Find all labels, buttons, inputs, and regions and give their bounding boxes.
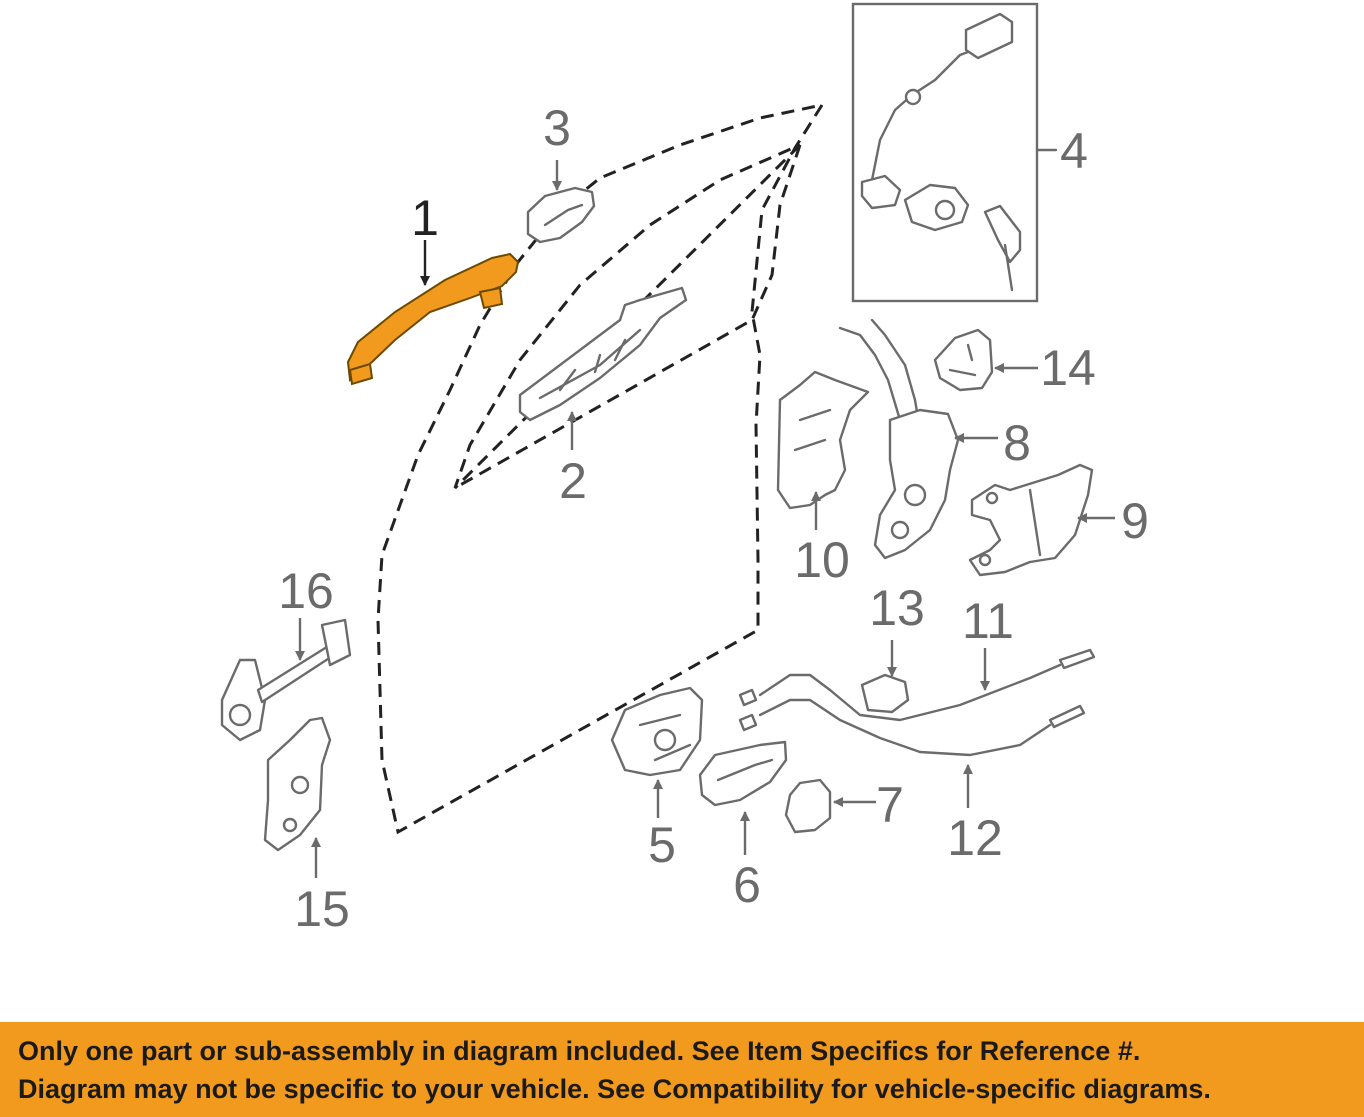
callout-5: 5: [648, 817, 676, 873]
callout-16: 16: [278, 563, 334, 619]
parts-11-12-cables: [738, 648, 1096, 757]
callout-8: 8: [1003, 415, 1031, 471]
callout-1: 1: [411, 190, 439, 246]
part-8-latch-assembly: [838, 318, 960, 560]
callout-6: 6: [733, 857, 761, 913]
part-7-cap: [784, 778, 832, 834]
callout-10: 10: [794, 532, 850, 588]
part-3-handle-cap: [526, 186, 596, 244]
part-5-actuator: [610, 686, 704, 777]
part-13-bolt: [860, 673, 910, 714]
callout-7: 7: [876, 777, 904, 833]
callout-14: 14: [1040, 340, 1096, 396]
leader-lines: [295, 160, 1115, 878]
disclaimer-banner: Only one part or sub-assembly in diagram…: [0, 1022, 1364, 1117]
disclaimer-line-2: Diagram may not be specific to your vehi…: [18, 1074, 1211, 1104]
callout-15: 15: [294, 881, 350, 937]
part-6-inside-handle: [698, 740, 788, 807]
part-2-handle-bracket: [518, 286, 688, 422]
callout-3: 3: [543, 100, 571, 156]
part-15-hinge: [263, 716, 332, 852]
part-10-latch-cover: [776, 370, 870, 510]
part-9-striker: [968, 463, 1094, 577]
part-1-outside-handle: [346, 252, 520, 386]
disclaimer-line-1: Only one part or sub-assembly in diagram…: [18, 1036, 1141, 1066]
part-16-door-check: [220, 618, 352, 742]
callout-11: 11: [962, 593, 1014, 649]
callout-9: 9: [1121, 493, 1149, 549]
part-14-clip: [933, 328, 994, 392]
callout-2: 2: [559, 453, 587, 509]
callout-12: 12: [947, 810, 1003, 866]
callout-4: 4: [1060, 123, 1088, 179]
parts-diagram: 1 2 3 4 5 6 7 8 9 10 11 12 13 14 15 16: [220, 2, 1149, 937]
part-4-lock-cylinder-kit: [851, 2, 1058, 303]
callout-13: 13: [869, 580, 925, 636]
